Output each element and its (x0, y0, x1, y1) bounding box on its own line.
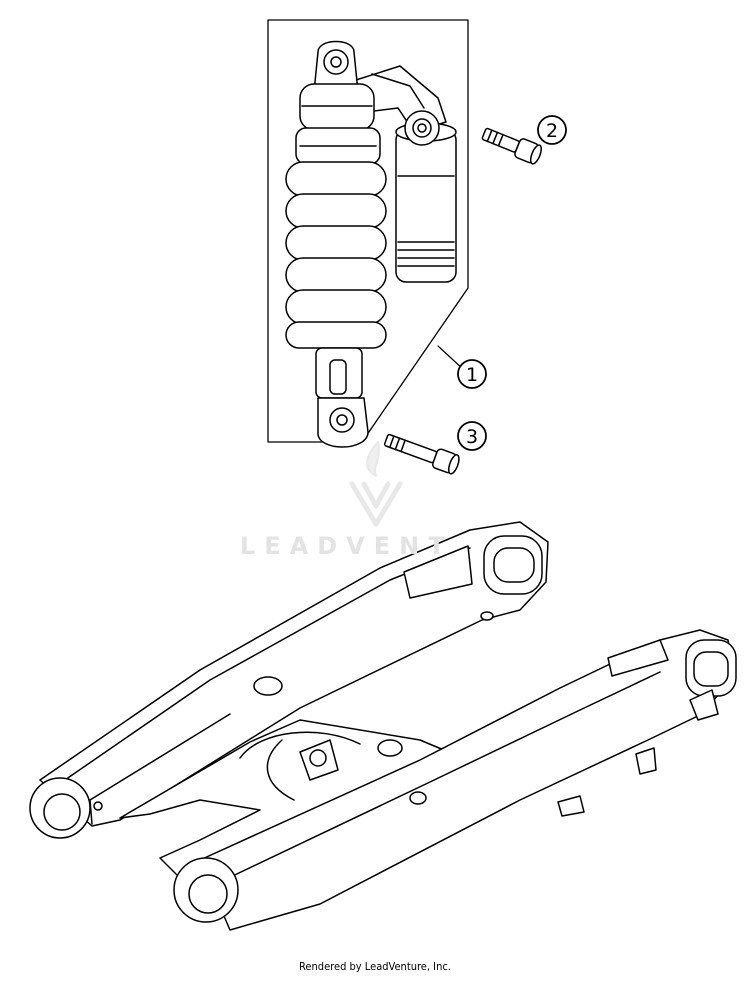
callout-number-2: 2 (546, 120, 558, 142)
shock-assembly-outline (267, 19, 469, 443)
callout-3[interactable]: 3 (457, 421, 487, 451)
lower-screw[interactable] (383, 430, 461, 475)
callout-1[interactable]: 1 (457, 359, 487, 389)
shock-absorber[interactable] (285, 40, 457, 448)
swingarm[interactable] (29, 521, 737, 931)
footer-credit: Rendered by LeadVenture, Inc. (299, 960, 451, 973)
callout-number-1: 1 (466, 364, 478, 386)
callout-number-3: 3 (466, 426, 478, 448)
callout-2[interactable]: 2 (537, 115, 567, 145)
flame-v-logo-icon (349, 441, 403, 527)
upper-screw[interactable] (480, 124, 543, 165)
